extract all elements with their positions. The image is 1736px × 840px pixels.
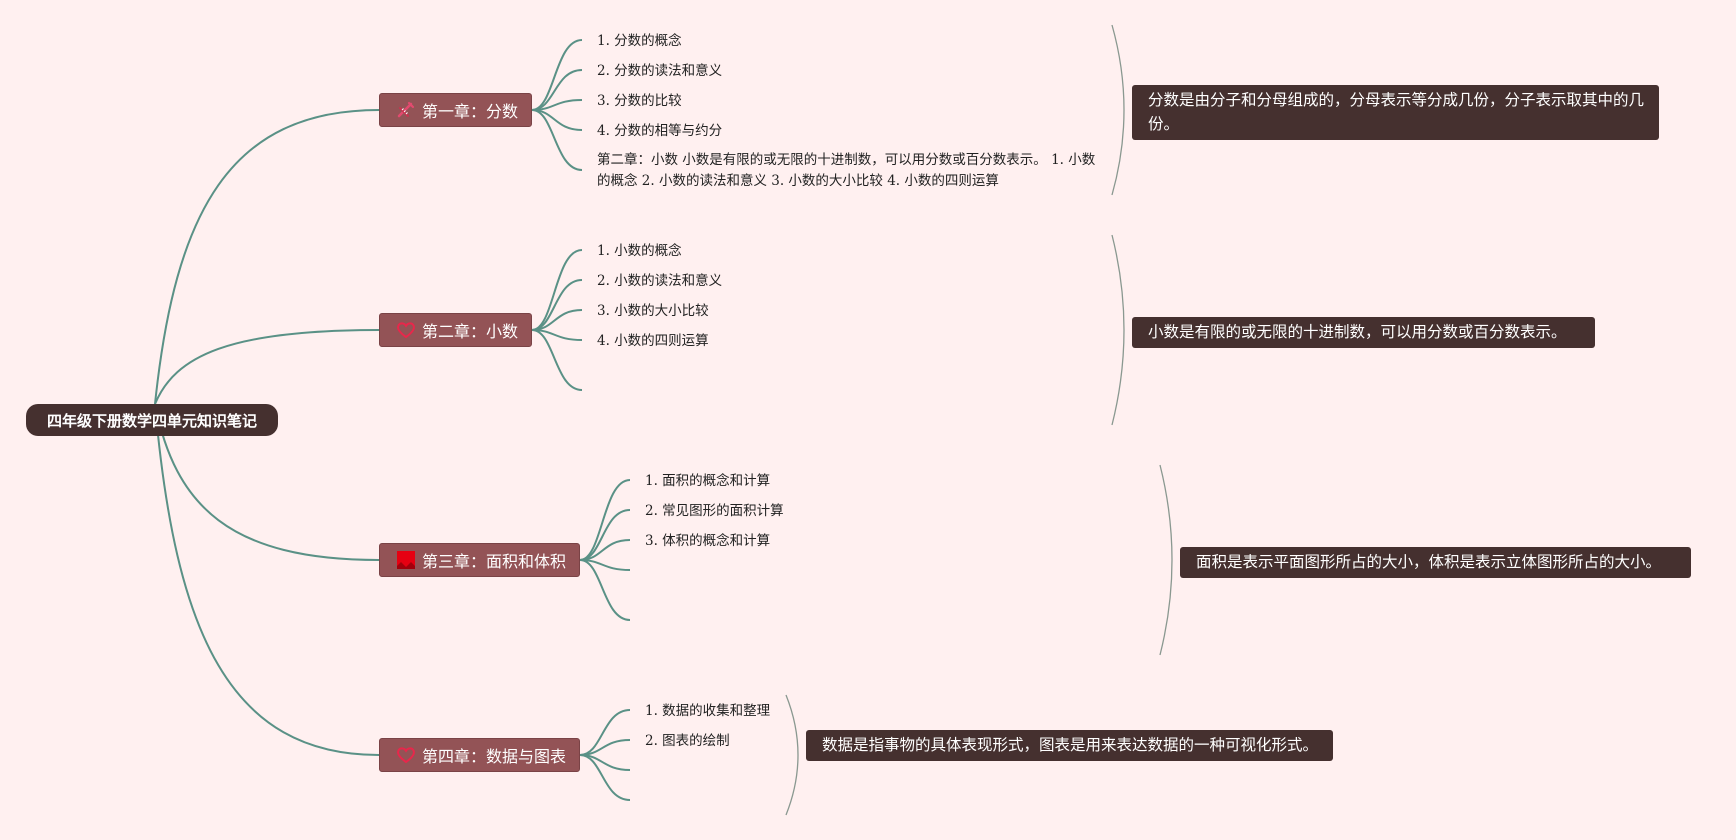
central-topic[interactable]: 四年级下册数学四单元知识笔记 [26, 404, 278, 436]
root-to-chapter-2-line [154, 329, 380, 405]
chapter-1-summary-bracket [1111, 24, 1125, 196]
chapter-3-item-2[interactable]: 2. 常见图形的面积计算 [645, 503, 784, 519]
chapter-3-item-1[interactable]: 1. 面积的概念和计算 [645, 473, 771, 489]
chapter-1-branch-5 [531, 109, 583, 171]
chapter-4-summary[interactable]: 数据是指事物的具体表现形式，图表是用来表达数据的一种可视化形式。 [806, 730, 1333, 761]
chapter-2-item-2[interactable]: 2. 小数的读法和意义 [597, 273, 723, 289]
chapter-2-summary[interactable]: 小数是有限的或无限的十进制数，可以用分数或百分数表示。 [1132, 317, 1595, 348]
chapter-4-node[interactable]: 第四章：数据与图表 [379, 738, 580, 772]
root-to-chapter-3-line [154, 403, 380, 561]
chapter-1-item-1[interactable]: 1. 分数的概念 [597, 33, 682, 49]
chapter-1-node[interactable]: 第一章：分数 [379, 93, 532, 127]
pencil-ruler-icon [396, 100, 416, 120]
chapter-3-branch-5 [579, 559, 631, 621]
chapter-3-item-3[interactable]: 3. 体积的概念和计算 [645, 533, 771, 549]
chapter-2-item-1[interactable]: 1. 小数的概念 [597, 243, 682, 259]
chapter-3-branch-2 [579, 509, 631, 561]
chapter-2-item-4[interactable]: 4. 小数的四则运算 [597, 333, 709, 349]
root-to-chapter-1-line [154, 109, 380, 405]
chapter-4-item-2[interactable]: 2. 图表的绘制 [645, 733, 730, 749]
chapter-1-branch-1 [531, 39, 583, 111]
chapter-3-node[interactable]: 第三章：面积和体积 [379, 543, 580, 577]
chapter-2-summary-bracket [1111, 234, 1125, 426]
chapter-4-summary-bracket [785, 694, 799, 816]
root-to-chapter-4-line [154, 403, 380, 756]
chapter-1-item-3[interactable]: 3. 分数的比较 [597, 93, 682, 109]
chapter-1-item-2[interactable]: 2. 分数的读法和意义 [597, 63, 723, 79]
chapter-2-node[interactable]: 第二章：小数 [379, 313, 532, 347]
heart-icon [396, 745, 416, 765]
chapter-3-summary-bracket [1159, 464, 1173, 656]
chapter-2-title: 第二章：小数 [422, 322, 519, 341]
chapter-4-title: 第四章：数据与图表 [422, 747, 567, 766]
chapter-1-title: 第一章：分数 [422, 102, 519, 121]
chapter-1-branch-3 [531, 99, 583, 111]
chapter-3-title: 第三章：面积和体积 [422, 552, 567, 571]
chapter-4-item-1[interactable]: 1. 数据的收集和整理 [645, 703, 771, 719]
chapter-2-item-3[interactable]: 3. 小数的大小比较 [597, 303, 709, 319]
chapter-3-summary[interactable]: 面积是表示平面图形所占的大小，体积是表示立体图形所占的大小。 [1180, 547, 1691, 578]
red-flag-icon [396, 550, 416, 570]
heart-icon [396, 320, 416, 340]
chapter-2-branch-2 [531, 279, 583, 331]
chapter-1-summary[interactable]: 分数是由分子和分母组成的，分母表示等分成几份，分子表示取其中的几份。 [1132, 85, 1659, 140]
chapter-3-branch-1 [579, 479, 631, 561]
chapter-2-branch-5 [531, 329, 583, 391]
chapter-1-item-5[interactable]: 第二章：小数 小数是有限的或无限的十进制数，可以用分数或百分数表示。 1. 小数… [597, 152, 1096, 189]
chapter-4-branch-4 [579, 754, 631, 801]
chapter-1-item-4[interactable]: 4. 分数的相等与约分 [597, 123, 723, 139]
chapter-2-branch-1 [531, 249, 583, 331]
chapter-4-branch-1 [579, 709, 631, 756]
